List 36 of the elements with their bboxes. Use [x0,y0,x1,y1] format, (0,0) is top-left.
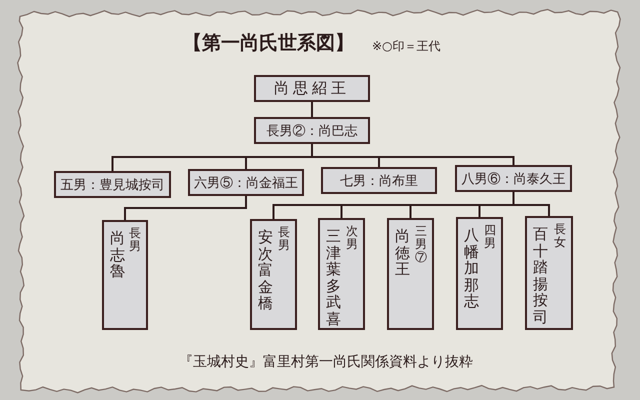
name-text: 八幡加那志 [464,227,479,310]
name-text: 尚思紹王 [274,79,350,98]
birth-order-text: 長男 [278,226,290,252]
name-box [254,75,370,102]
birth-order-text: 次男 [346,225,358,252]
name-text: 七男：尚布里 [340,172,418,190]
connector-line [311,144,514,165]
connector-line [124,196,247,220]
name-text: 尚志魯 [110,230,125,280]
name-box [54,171,171,198]
birth-order-text: 長男 [129,227,141,254]
name-text: 六男⑤：尚金福王 [194,174,298,192]
name-box [387,218,434,330]
name-text: 尚徳王 [395,228,410,278]
name-text: 三津葉多武喜 [326,228,341,327]
source-caption: 『玉城村史』富里村第一尚氏関係資料より抜粋 [179,354,473,371]
diagram-title: 【第一尚氏世系図】 [183,32,354,55]
name-text: 五男：豊見城按司 [60,176,164,194]
name-text: 八男⑥：尚泰久王 [462,170,566,188]
name-box [188,169,304,196]
name-box [455,165,572,192]
name-box [102,220,148,330]
name-box [525,216,573,330]
name-box [318,218,365,330]
birth-order-text: 長女 [554,223,566,250]
name-text: 長男②：尚巴志 [266,122,358,140]
connector-line [311,102,313,117]
name-box [321,167,437,194]
birth-order-text: 三男⑦ [415,225,427,265]
name-text: 百十踏揚按司 [533,226,548,325]
name-box [254,117,370,144]
name-box [250,219,297,330]
note-text: ※○印＝王代 [372,39,441,54]
birth-order-text: 四男 [484,224,496,250]
name-text: 安次富金橋 [258,229,273,312]
name-box [456,217,503,330]
